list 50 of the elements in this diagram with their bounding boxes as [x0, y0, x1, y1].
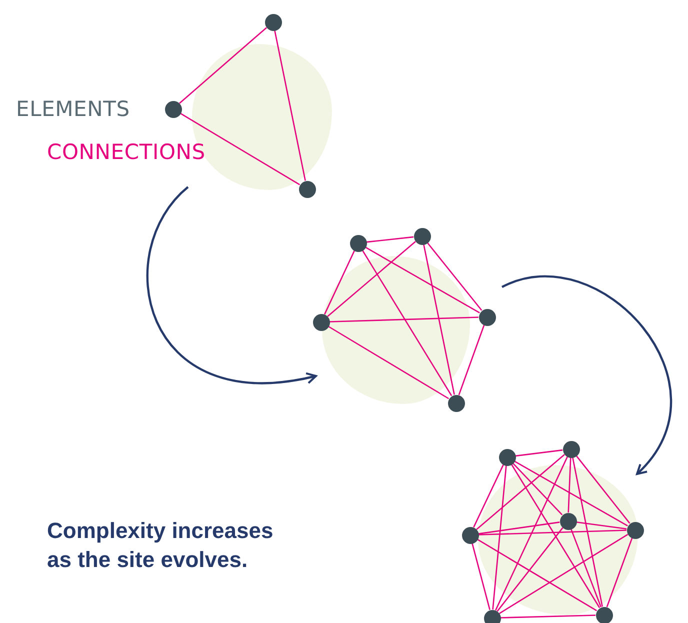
- connection-line: [515, 449, 563, 457]
- connection-line: [365, 246, 480, 314]
- element-dot: [298, 180, 316, 198]
- connection-line: [476, 538, 598, 612]
- connection-line: [498, 534, 628, 614]
- element-dot: [478, 308, 496, 326]
- connection-line: [514, 460, 628, 526]
- connection-line: [492, 465, 507, 610]
- connection-line: [458, 324, 485, 396]
- connection-line: [426, 242, 482, 311]
- connection-line: [606, 538, 633, 608]
- connection-line: [568, 457, 572, 513]
- connection-line: [495, 456, 568, 611]
- connection-line: [274, 30, 306, 181]
- connection-line: [512, 462, 563, 516]
- element-dot: [448, 394, 464, 412]
- connection-line: [576, 521, 627, 530]
- element-dot: [264, 14, 282, 30]
- connection-line: [178, 27, 268, 104]
- connection-line: [478, 522, 560, 534]
- elements-label: ELEMENTS: [16, 97, 130, 121]
- connection-line: [576, 455, 630, 524]
- connection-line: [328, 326, 450, 400]
- connection-line: [476, 454, 565, 530]
- connection-line: [570, 528, 602, 608]
- connection-line: [366, 236, 414, 243]
- element-dot: [164, 100, 182, 118]
- connection-line: [180, 112, 300, 186]
- element-dot: [484, 610, 500, 623]
- element-dot: [350, 234, 366, 252]
- connection-line: [324, 250, 355, 315]
- connection-line: [362, 250, 452, 396]
- element-dot: [562, 440, 580, 458]
- element-dot: [312, 314, 330, 330]
- element-dot: [462, 526, 478, 544]
- connection-line: [478, 530, 627, 536]
- connection-line: [472, 543, 490, 610]
- connection-line: [327, 241, 416, 317]
- element-dot: [498, 448, 516, 466]
- connections-label: CONNECTIONS: [47, 140, 206, 164]
- connection-line: [500, 614, 596, 618]
- connection-line: [473, 464, 504, 528]
- connection-line: [510, 464, 600, 608]
- element-dot: [596, 606, 612, 623]
- connection-line: [329, 316, 479, 322]
- connection-line: [423, 244, 455, 395]
- connection-line: [572, 457, 603, 607]
- element-dot: [414, 228, 430, 244]
- caption: Complexity increases as the site evolves.: [47, 517, 274, 574]
- connection-line: [496, 527, 564, 612]
